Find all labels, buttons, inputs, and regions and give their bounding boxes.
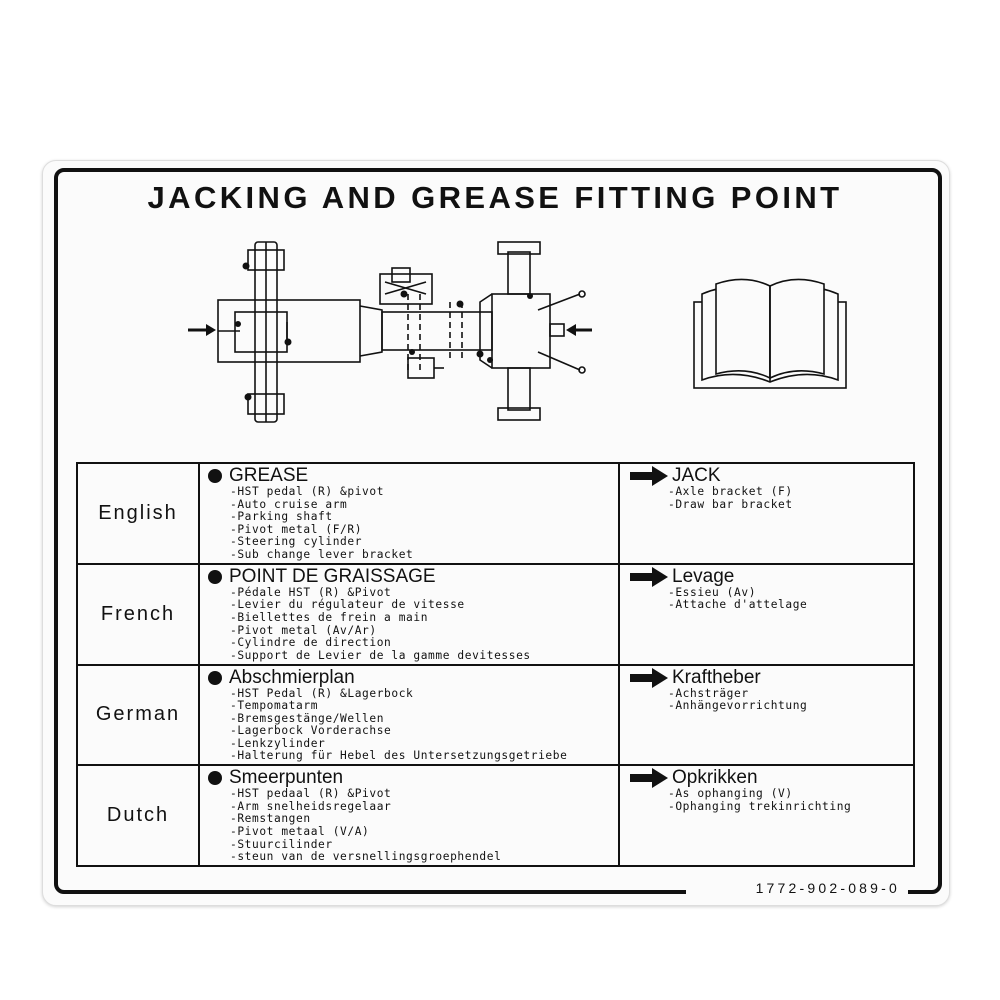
list-item: -Attache d'attelage xyxy=(668,598,808,612)
list-item: -Bremsgestänge/Wellen xyxy=(230,711,385,725)
grease-points xyxy=(235,262,533,401)
list-item: -Pivot metaal (V/A) xyxy=(230,825,370,839)
list-item: -Ophanging trekinrichting xyxy=(668,799,852,813)
list-item: -Pédale HST (R) &Pivot xyxy=(230,585,392,599)
grease-dot-icon xyxy=(208,569,222,584)
list-item: -Pivot metal (F/R) xyxy=(230,522,363,536)
grease-cell: Smeerpunten -HST pedaal (R) &Pivot -Arm … xyxy=(198,764,620,867)
list-item: -Steering cylinder xyxy=(230,535,363,549)
list-item: -Sub change lever bracket xyxy=(230,547,414,561)
language-cell: French xyxy=(76,562,200,666)
table-row: German Abschmierplan -HST Pedal (R) &Lag… xyxy=(76,663,915,767)
language-cell: German xyxy=(76,663,200,767)
language-cell: Dutch xyxy=(76,764,200,867)
jack-cell: Levage -Essieu (Av) -Attache d'attelage xyxy=(618,562,915,666)
grease-dot-icon xyxy=(208,670,222,685)
list-item: -Essieu (Av) xyxy=(668,585,757,599)
jack-arrow-icon xyxy=(630,667,668,688)
jack-cell: Opkrikken -As ophanging (V) -Ophanging t… xyxy=(618,764,915,867)
jack-arrow-icon xyxy=(630,768,668,789)
grease-dot-icon xyxy=(208,771,222,786)
grease-cell: POINT DE GRAISSAGE -Pédale HST (R) &Pivo… xyxy=(198,562,620,666)
language-cell: English xyxy=(76,462,200,565)
jack-heading: Kraftheber xyxy=(672,666,761,688)
grease-cell: Abschmierplan -HST Pedal (R) &Lagerbock … xyxy=(198,663,620,767)
list-item: -HST pedaal (R) &Pivot xyxy=(230,787,392,801)
list-item: -As ophanging (V) xyxy=(668,787,793,801)
page-title: JACKING AND GREASE FITTING POINT xyxy=(147,180,843,215)
table-row: French POINT DE GRAISSAGE -Pédale HST (R… xyxy=(76,562,915,666)
grease-heading: Smeerpunten xyxy=(229,767,344,789)
list-item: -Lagerbock Vorderachse xyxy=(230,724,392,738)
jack-arrow-icon xyxy=(630,466,668,486)
list-item: -Halterung für Hebel des Untersetzungsge… xyxy=(230,749,568,763)
part-number: 1772-902-089-0 xyxy=(755,880,900,896)
list-item: -Tempomatarm xyxy=(230,699,319,713)
grease-dot-icon xyxy=(208,469,222,483)
jack-heading: Levage xyxy=(672,565,735,587)
list-item: -HST Pedal (R) &Lagerbock xyxy=(230,686,414,700)
list-item: -Lenkzylinder xyxy=(230,736,326,750)
list-item: -HST pedal (R) &pivot xyxy=(230,485,385,498)
jack-heading: JACK xyxy=(672,465,721,486)
jack-point-front-arrow xyxy=(188,324,216,336)
table-row: Dutch Smeerpunten -HST pedaal (R) &Pivot… xyxy=(76,764,915,867)
list-item: -Achsträger xyxy=(668,686,749,700)
jack-cell: JACK -Axle bracket (F) -Draw bar bracket xyxy=(618,462,915,565)
grease-heading: Abschmierplan xyxy=(229,666,355,688)
list-item: -Biellettes de frein a main xyxy=(230,610,429,624)
jack-cell: Kraftheber -Achsträger -Anhängevorrichtu… xyxy=(618,663,915,767)
list-item: -Pivot metal (Av/Ar) xyxy=(230,623,377,637)
tractor-chassis-diagram xyxy=(188,241,592,423)
decal-border xyxy=(54,168,942,894)
list-item: -Stuurcilinder xyxy=(230,837,333,851)
list-item: -Remstangen xyxy=(230,812,311,826)
open-book-icon xyxy=(693,278,847,389)
list-item: -Draw bar bracket xyxy=(668,497,793,511)
list-item: -Arm snelheidsregelaar xyxy=(230,799,392,813)
list-item: -Anhängevorrichtung xyxy=(668,699,808,713)
jack-heading: Opkrikken xyxy=(672,767,758,789)
list-item: -Support de Levier de la gamme devitesse… xyxy=(230,648,531,662)
list-item: -Cylindre de direction xyxy=(230,636,392,650)
table-row: English GREASE -HST pedal (R) &pivot -Au… xyxy=(76,462,915,565)
grease-heading: GREASE xyxy=(229,465,309,486)
lubrication-table: English GREASE -HST pedal (R) &pivot -Au… xyxy=(76,462,915,867)
grease-cell: GREASE -HST pedal (R) &pivot -Auto cruis… xyxy=(198,462,620,565)
grease-heading: POINT DE GRAISSAGE xyxy=(229,565,436,587)
jack-point-rear-arrow xyxy=(566,324,592,336)
list-item: -Parking shaft xyxy=(230,510,333,524)
jack-arrow-icon xyxy=(630,566,668,587)
list-item: -Auto cruise arm xyxy=(230,497,348,511)
list-item: -Axle bracket (F) xyxy=(668,485,793,498)
list-item: -Levier du régulateur de vitesse xyxy=(230,598,465,612)
list-item: -steun van de versnellingsgroephendel xyxy=(230,850,502,864)
